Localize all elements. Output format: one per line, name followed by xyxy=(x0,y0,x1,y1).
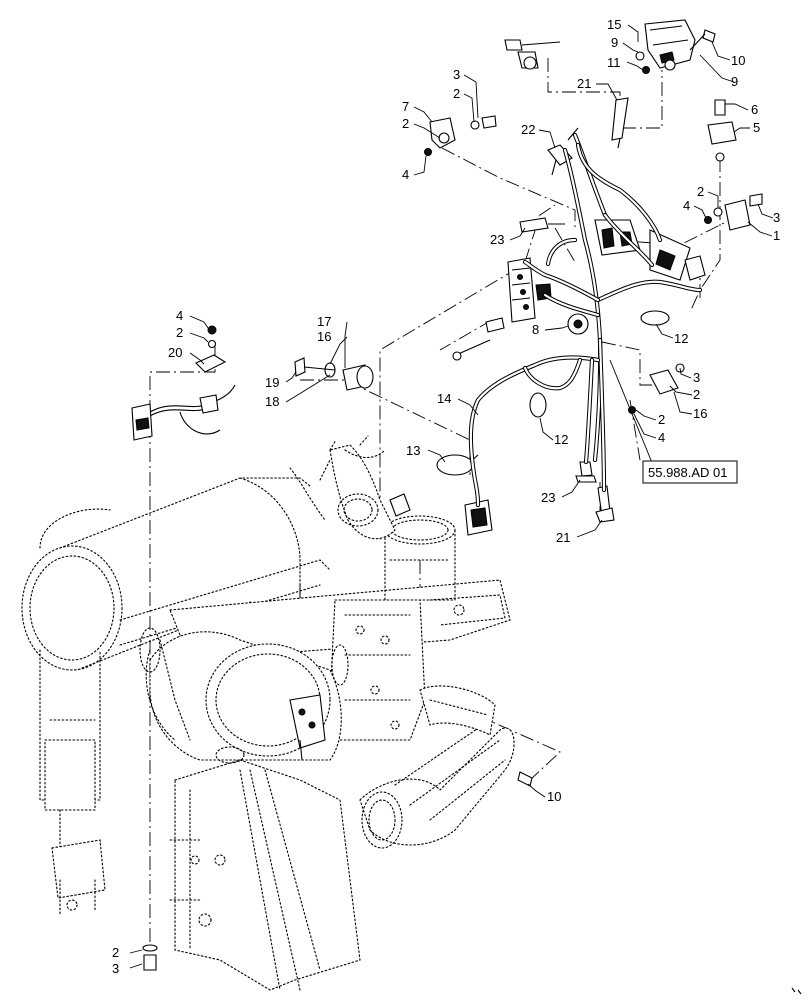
callout-2: 2 xyxy=(693,387,700,402)
wiring-harness xyxy=(468,132,703,508)
callout-2: 2 xyxy=(697,184,704,199)
callout-14: 14 xyxy=(437,391,451,406)
callout-4: 4 xyxy=(658,430,665,445)
callout-7: 7 xyxy=(402,99,409,114)
callout-4: 4 xyxy=(176,308,183,323)
callout-5: 5 xyxy=(753,120,760,135)
callout-22: 22 xyxy=(521,122,535,137)
callout-11: 11 xyxy=(607,55,621,70)
callout-16: 16 xyxy=(317,329,331,344)
callout-1: 1 xyxy=(773,228,780,243)
callout-21: 21 xyxy=(556,530,570,545)
callout-23: 23 xyxy=(490,232,504,247)
callout-2: 2 xyxy=(453,86,460,101)
callout-3: 3 xyxy=(693,370,700,385)
callout-3: 3 xyxy=(773,210,780,225)
callout-20: 20 xyxy=(168,345,182,360)
callout-16: 16 xyxy=(693,406,707,421)
callout-21: 21 xyxy=(577,76,591,91)
cross-reference-box[interactable]: 55.988.AD 01 xyxy=(642,460,738,484)
callout-23: 23 xyxy=(541,490,555,505)
leader-lines xyxy=(129,24,774,969)
callout-2: 2 xyxy=(112,945,119,960)
callout-17: 17 xyxy=(317,314,331,329)
callout-labels: 15 10 9 9 11 21 3 2 7 2 4 22 6 5 2 4 3 1… xyxy=(112,17,780,976)
callout-12: 12 xyxy=(554,432,568,447)
callout-13: 13 xyxy=(406,443,420,458)
exploded-components xyxy=(131,19,763,971)
callout-8: 8 xyxy=(532,322,539,337)
cross-reference-label: 55.988.AD 01 xyxy=(648,465,728,480)
callout-9: 9 xyxy=(611,35,618,50)
engine-aftertreatment-structure xyxy=(21,435,515,991)
callout-2: 2 xyxy=(658,412,665,427)
callout-18: 18 xyxy=(265,394,279,409)
callout-3: 3 xyxy=(453,67,460,82)
callout-6: 6 xyxy=(751,102,758,117)
corner-mark xyxy=(791,987,802,995)
callout-10: 10 xyxy=(547,789,561,804)
callout-2: 2 xyxy=(402,116,409,131)
callout-15: 15 xyxy=(607,17,621,32)
callout-12: 12 xyxy=(674,331,688,346)
callout-3: 3 xyxy=(112,961,119,976)
callout-4: 4 xyxy=(402,167,409,182)
callout-4: 4 xyxy=(683,198,690,213)
callout-10: 10 xyxy=(731,53,745,68)
callout-2: 2 xyxy=(176,325,183,340)
callout-19: 19 xyxy=(265,375,279,390)
control-module-part xyxy=(644,19,696,71)
callout-9: 9 xyxy=(731,74,738,89)
